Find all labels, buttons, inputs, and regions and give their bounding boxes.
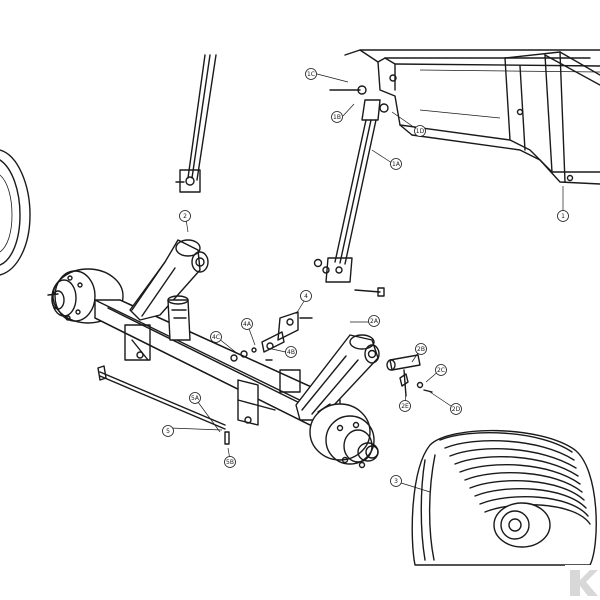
callout-2d: 2D	[450, 403, 462, 415]
callout-label: 1A	[392, 161, 401, 168]
callout-2b: 2B	[415, 343, 427, 355]
callout-label: 5A	[191, 395, 200, 402]
callout-label: 2E	[401, 403, 409, 410]
wheel-left-partial	[0, 149, 31, 276]
callout-label: 3	[394, 478, 398, 485]
callout-label: 2A	[370, 318, 379, 325]
callout-2a: 2A	[368, 315, 380, 327]
callout-5: 5	[162, 425, 174, 437]
callout-labels: 1C 1B 1D 1A 1 2 4 2A 4A 4C 4B 2B 2C 2E 2D 5A 5 5B 3	[162, 68, 569, 487]
leader-lines	[169, 73, 564, 493]
callout-1: 1	[557, 210, 569, 222]
chassis-frame	[344, 49, 600, 185]
callout-circle	[557, 210, 569, 222]
callout-2e: 2E	[399, 400, 411, 412]
callout-3: 3	[390, 475, 402, 487]
tire-3	[411, 429, 597, 566]
callout-circle	[179, 210, 191, 222]
callout-label: 2D	[452, 406, 461, 413]
callout-label: 1C	[307, 71, 315, 78]
callout-label: 2	[183, 213, 187, 220]
callout-5a: 5A	[189, 392, 201, 404]
hub-right	[309, 403, 379, 469]
callout-circle	[368, 315, 380, 327]
callout-4b: 4B	[285, 346, 297, 358]
callout-1b: 1B	[331, 111, 343, 123]
callout-label: 4A	[243, 321, 252, 328]
tie-rod-5	[97, 365, 230, 445]
callout-circle	[450, 403, 462, 415]
callout-label: 1	[561, 213, 565, 220]
callout-circle	[435, 364, 447, 376]
callout-label: 5B	[226, 459, 234, 466]
callout-circle	[399, 400, 411, 412]
callout-circle	[331, 111, 343, 123]
callout-circle	[210, 331, 222, 343]
callout-circle	[285, 346, 297, 358]
k-logo-icon	[565, 565, 600, 600]
callout-5b: 5B	[224, 456, 236, 468]
callout-label: 1D	[416, 128, 425, 135]
callout-1a: 1A	[390, 158, 402, 170]
callout-label: 2C	[437, 367, 445, 374]
callout-2c: 2C	[435, 364, 447, 376]
callout-1d: 1D	[414, 125, 426, 137]
callout-circle	[390, 158, 402, 170]
axle-bracket-left	[237, 379, 276, 426]
callout-label: 2B	[417, 346, 425, 353]
callout-label: 4	[304, 293, 308, 300]
callout-2: 2	[179, 210, 191, 222]
callout-label: 4B	[287, 349, 295, 356]
callout-label: 4C	[212, 334, 220, 341]
link-1A	[313, 85, 389, 297]
callout-1c: 1C	[305, 68, 317, 80]
callout-circle	[414, 125, 426, 137]
callout-label: 1B	[333, 114, 341, 121]
callout-4a: 4A	[241, 318, 253, 330]
callout-circle	[224, 456, 236, 468]
shock-left	[167, 295, 191, 341]
upper-left-rod	[175, 54, 217, 193]
callout-circle	[300, 290, 312, 302]
callout-circle	[390, 475, 402, 487]
callout-4: 4	[300, 290, 312, 302]
callout-circle	[162, 425, 174, 437]
callout-circle	[241, 318, 253, 330]
shock-4	[230, 311, 313, 362]
callout-label: 5	[166, 428, 170, 435]
callout-circle	[415, 343, 427, 355]
callout-4c: 4C	[210, 331, 222, 343]
swing-arm-2	[124, 239, 209, 361]
callout-circle	[305, 68, 317, 80]
pin-2B	[386, 354, 433, 397]
callout-circle	[189, 392, 201, 404]
